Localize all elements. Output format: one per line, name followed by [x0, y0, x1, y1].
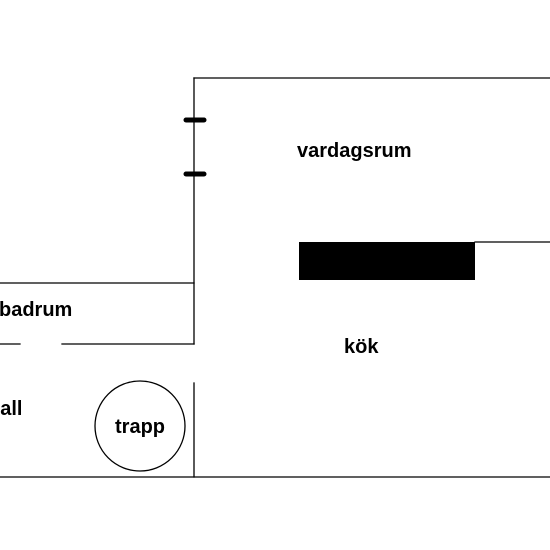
- room-label-badrum: badrum: [0, 299, 72, 321]
- room-label-kok: kök: [344, 336, 379, 358]
- stairs-circle: [94, 380, 186, 472]
- room-label-trapp: trapp: [115, 416, 165, 438]
- room-label-hall: hall: [0, 398, 22, 420]
- window-marks: [183, 117, 207, 177]
- room-label-vardagsrum: vardagsrum: [297, 140, 412, 162]
- kitchen-counter: [299, 242, 475, 280]
